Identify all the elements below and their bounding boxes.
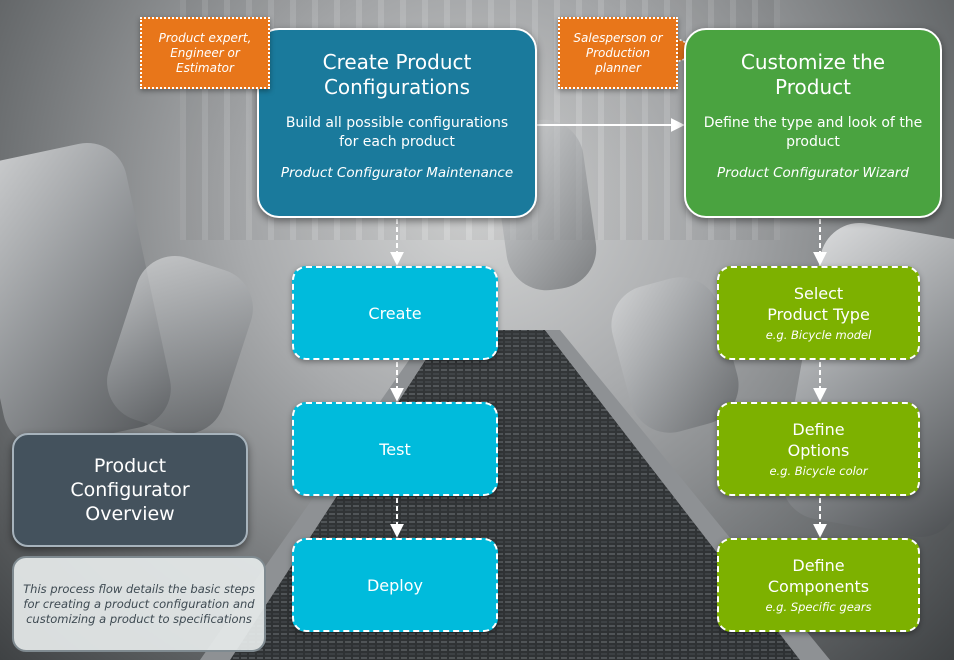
overview-note: This process flow details the basic step… [12, 556, 266, 652]
customize-product-tool: Product Configurator Wizard [717, 165, 909, 181]
step-test: Test [292, 402, 498, 496]
create-configurations-desc-line2: for each product [339, 134, 455, 150]
step-create-label: Create [368, 303, 422, 323]
step-define-components-title1: Define [792, 556, 845, 575]
create-configurations-tool: Product Configurator Maintenance [280, 165, 514, 181]
overview-note-text: This process flow details the basic step… [23, 581, 255, 626]
overview-title-box: Product Configurator Overview [12, 433, 248, 547]
create-configurations-description: Build all possible configurations for ea… [259, 114, 535, 152]
customize-product-desc-line2: product [786, 134, 840, 150]
create-configurations-title-line1: Create Product [322, 50, 472, 74]
role-tag-product-expert: Product expert, Engineer or Estimator [140, 17, 270, 89]
create-configurations-box: Create Product Configurations Build all … [257, 28, 537, 218]
step-define-options-title1: Define [792, 420, 845, 439]
step-deploy: Deploy [292, 538, 498, 632]
step-create: Create [292, 266, 498, 360]
create-configurations-desc-line1: Build all possible configurations [285, 115, 509, 131]
create-configurations-title: Create Product Configurations [259, 50, 535, 100]
role-tag-salesperson: Salesperson or Production planner [558, 17, 678, 89]
role-tag-left-line2: Engineer or [170, 45, 240, 60]
create-configurations-title-line2: Configurations [323, 75, 471, 99]
step-test-label: Test [379, 439, 411, 459]
customize-product-desc-line1: Define the type and look of the [703, 115, 923, 131]
customize-product-box: Customize the Product Define the type an… [684, 28, 942, 218]
role-tag-right-line2: Production [585, 45, 651, 60]
step-deploy-label: Deploy [366, 575, 424, 595]
step-define-components-title2: Components [767, 577, 870, 596]
role-tag-right-line1: Salesperson or [573, 30, 663, 45]
step-select-product-type-title1: Select [793, 284, 844, 303]
customize-product-title-line2: Product [775, 75, 851, 99]
overview-title-line1: Product [93, 455, 167, 477]
overview-title-line2: Configurator [70, 479, 190, 501]
step-select-product-type-title2: Product Type [767, 305, 870, 324]
role-tag-left-line1: Product expert, [158, 30, 252, 45]
step-define-options-example: e.g. Bicycle color [769, 464, 868, 478]
customize-product-description: Define the type and look of the product [686, 114, 940, 152]
step-select-product-type: Select Product Type e.g. Bicycle model [717, 266, 920, 360]
step-define-options-title2: Options [787, 441, 850, 460]
step-define-options: Define Options e.g. Bicycle color [717, 402, 920, 496]
step-select-product-type-example: e.g. Bicycle model [765, 328, 872, 342]
role-tag-right-line3: planner [595, 60, 641, 75]
overview-title-line3: Overview [85, 503, 175, 525]
step-define-components: Define Components e.g. Specific gears [717, 538, 920, 632]
customize-product-title-line1: Customize the [740, 50, 886, 74]
customize-product-title: Customize the Product [686, 50, 940, 100]
role-tag-left-line3: Estimator [176, 60, 234, 75]
step-define-components-example: e.g. Specific gears [765, 600, 872, 614]
